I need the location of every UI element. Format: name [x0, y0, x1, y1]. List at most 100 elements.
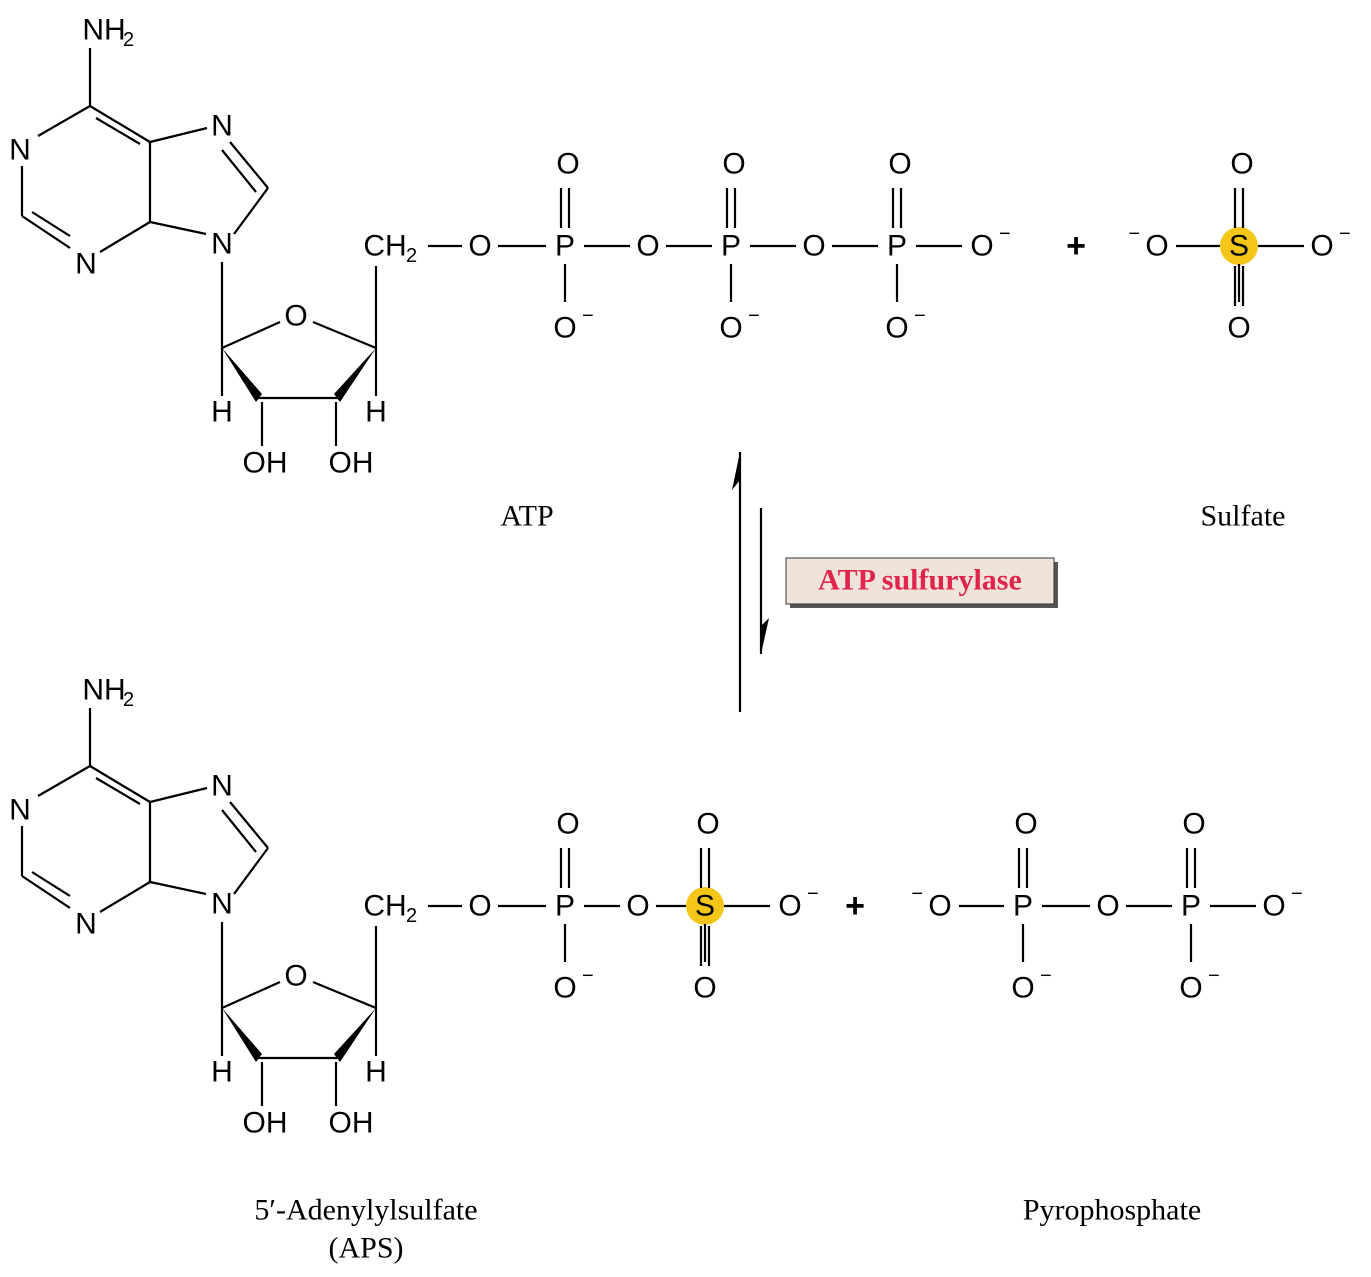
caption-sulfate: Sulfate — [1201, 500, 1286, 533]
ppi-p1-o-minus-charge: − — [1040, 965, 1052, 987]
h-c4-atom: H — [365, 396, 387, 429]
ch2-label: CH — [363, 230, 406, 263]
sulfate-bottom-o: O — [1227, 312, 1250, 345]
ribose-o-atom: O — [284, 300, 307, 333]
nh2-subscript: 2 — [123, 29, 134, 51]
c1-o-bond — [221, 980, 281, 1010]
c8-n9-bond — [233, 847, 269, 895]
h-c1-atom: H — [211, 1056, 233, 1089]
sulfate-left-o: O — [1145, 230, 1168, 263]
caption-atp: ATP — [500, 500, 553, 533]
h-c1-atom: H — [211, 396, 233, 429]
aps-s-atom: S — [695, 890, 715, 923]
wedge-bond — [334, 1008, 376, 1062]
oh-c3-label: OH — [329, 1107, 374, 1140]
inner-double-bond — [95, 777, 141, 805]
atp-p-gamma-o-minus-charge: − — [914, 305, 926, 327]
n9-c4-bond — [149, 220, 207, 236]
nh2-label: NH — [82, 674, 125, 707]
ppi-left-o: O — [928, 890, 951, 923]
enzyme-box — [785, 557, 1055, 605]
n7-c8-inner-bond — [221, 149, 257, 193]
h-c4-atom: H — [365, 1056, 387, 1089]
caption-aps-line2: (APS) — [328, 1232, 403, 1265]
n3-atom: N — [75, 908, 97, 941]
atp-p-gamma-atom: P — [887, 230, 907, 263]
nh2-label: NH — [82, 14, 125, 47]
c8-n9-bond — [233, 187, 269, 235]
aps-p-o-minus: O — [553, 972, 576, 1005]
n3-c4-bond — [99, 881, 151, 913]
sulfate-s-atom: S — [1229, 230, 1249, 263]
sulfate-right-o: O — [1310, 230, 1333, 263]
ppi-p1-o-minus: O — [1011, 972, 1034, 1005]
ch2-subscript: 2 — [406, 905, 417, 927]
n9-atom: N — [211, 888, 233, 921]
atp-p-gamma-top-o: O — [888, 148, 911, 181]
n3-c4-bond — [99, 221, 151, 253]
aps-o1: O — [468, 890, 491, 923]
reverse-arrowhead — [732, 452, 740, 490]
plus-sign-bottom: + — [845, 887, 865, 925]
atp-p-alpha-top-o: O — [556, 148, 579, 181]
atp-o3: O — [802, 230, 825, 263]
n7-c8-inner-bond — [221, 809, 257, 853]
bond — [89, 765, 151, 803]
nh2-subscript: 2 — [123, 689, 134, 711]
atp-p-beta-top-o: O — [722, 148, 745, 181]
sulfur-highlight — [686, 887, 724, 925]
atp-o2: O — [636, 230, 659, 263]
n9-c4-bond — [149, 880, 207, 896]
atp-terminal-o-minus: O — [970, 230, 993, 263]
ch2-label: CH — [363, 890, 406, 923]
caption-pyrophosphate: Pyrophosphate — [1023, 1194, 1201, 1227]
inner-double-bond — [95, 117, 141, 145]
n7-c8-bond — [229, 801, 269, 849]
n9-atom: N — [211, 228, 233, 261]
sulfur-highlight — [1220, 227, 1258, 265]
n7-atom: N — [211, 110, 233, 143]
aps-o2: O — [626, 890, 649, 923]
oh-c2-label: OH — [243, 447, 288, 480]
sulfate-left-o-charge: − — [1128, 223, 1140, 245]
ppi-right-o: O — [1262, 890, 1285, 923]
aps-p-atom: P — [555, 890, 575, 923]
caption-aps-line1: 5′-Adenylylsulfate — [254, 1194, 477, 1227]
n7-atom: N — [211, 770, 233, 803]
ppi-right-o-charge: − — [1291, 883, 1303, 905]
ch2-subscript: 2 — [406, 245, 417, 267]
sulfate-right-o-charge: − — [1339, 223, 1351, 245]
wedge-bond — [222, 1008, 262, 1062]
c5-n7-bond — [149, 126, 208, 144]
enzyme-label: ATP sulfurylase — [785, 557, 1058, 608]
forward-arrowhead — [761, 618, 769, 654]
o-c4-bond — [312, 980, 377, 1010]
aps-terminal-o-minus-charge: − — [807, 883, 819, 905]
atp-terminal-o-minus-charge: − — [999, 223, 1011, 245]
atp-o1: O — [468, 230, 491, 263]
atp-p-beta-atom: P — [721, 230, 741, 263]
equilibrium-arrows — [732, 452, 769, 712]
ppi-p2-top-o: O — [1182, 808, 1205, 841]
c6-n1-bond — [37, 765, 91, 797]
wedge-bond — [334, 348, 376, 402]
ppi-p1-top-o: O — [1014, 808, 1037, 841]
aps-p-top-o: O — [556, 808, 579, 841]
c6-n1-bond — [37, 105, 91, 137]
n3-atom: N — [75, 248, 97, 281]
plus-sign-top: + — [1066, 227, 1086, 265]
ppi-p2-o-minus-charge: − — [1208, 965, 1220, 987]
ppi-p2-atom: P — [1181, 890, 1201, 923]
aps-s-bottom-o: O — [693, 972, 716, 1005]
atp-p-alpha-atom: P — [555, 230, 575, 263]
ppi-left-o-charge: − — [911, 883, 923, 905]
wedge-bond — [222, 348, 262, 402]
n1-atom: N — [9, 134, 31, 167]
atp-p-gamma-o-minus: O — [885, 312, 908, 345]
c2-n3-bond — [21, 215, 71, 249]
